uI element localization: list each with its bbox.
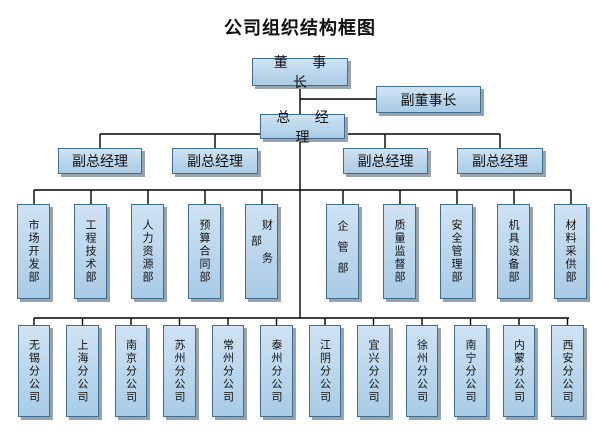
department-box: 预算合同部 xyxy=(188,204,221,299)
branch-box: 上海分公司 xyxy=(66,325,99,417)
general-manager-box: 总 经 理 xyxy=(260,110,345,146)
vice-chairman-box: 副董事长 xyxy=(376,86,481,113)
branch-box: 南京分公司 xyxy=(115,325,147,417)
chairman-box: 董 事 长 xyxy=(252,55,348,91)
branch-box: 常州分公司 xyxy=(212,325,244,417)
department-box: 机具设备部 xyxy=(497,204,530,299)
department-box: 质量监督部 xyxy=(383,204,416,299)
branch-box: 泰州分公司 xyxy=(260,325,293,417)
department-box: 企管部 xyxy=(326,204,359,299)
branch-box: 江阴分公司 xyxy=(309,325,341,417)
department-box: 安全管理部 xyxy=(440,204,473,299)
department-box: 财务部 xyxy=(245,204,278,299)
branch-box: 西安分公司 xyxy=(551,325,584,417)
deputy-manager-box: 副总经理 xyxy=(58,148,142,174)
department-box: 材料采供部 xyxy=(554,204,587,299)
deputy-manager-box: 副总经理 xyxy=(343,148,428,174)
deputy-manager-box: 副总经理 xyxy=(457,148,543,174)
branch-box: 苏州分公司 xyxy=(163,325,196,417)
department-box: 市场开发部 xyxy=(17,204,50,299)
department-box: 工程技术部 xyxy=(74,204,107,299)
chart-title: 公司组织结构框图 xyxy=(224,18,376,39)
department-box: 人力资源部 xyxy=(131,204,164,299)
deputy-manager-box: 副总经理 xyxy=(172,148,258,174)
branch-box: 徐州分公司 xyxy=(406,325,438,417)
branch-box: 内蒙分公司 xyxy=(503,325,535,417)
branch-box: 无锡分公司 xyxy=(18,325,50,417)
branch-box: 宜兴分公司 xyxy=(357,325,390,417)
branch-box: 南宁分公司 xyxy=(454,325,487,417)
